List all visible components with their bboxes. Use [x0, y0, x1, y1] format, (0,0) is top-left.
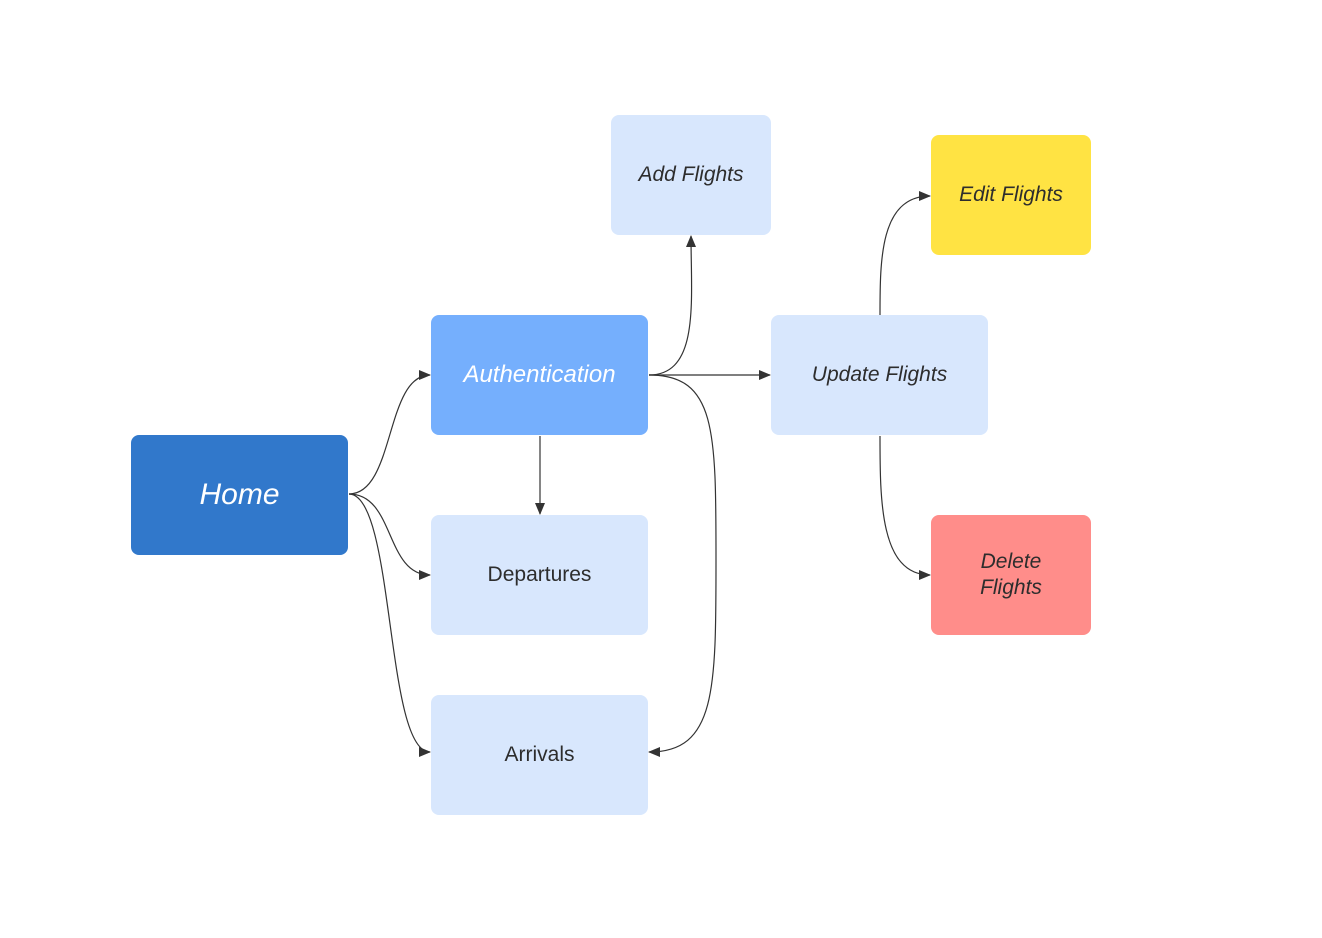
- node-departures[interactable]: Departures: [431, 515, 648, 635]
- connector-home-to-auth: [348, 370, 431, 495]
- node-home[interactable]: Home: [131, 435, 348, 555]
- node-arrivals-label: Arrivals: [504, 742, 575, 766]
- node-delete-flights[interactable]: Delete Flights: [931, 515, 1091, 635]
- node-update-flights-label: Update Flights: [811, 362, 948, 386]
- connector-auth-to-add: [648, 235, 697, 376]
- connector-auth-to-arrivals: [648, 374, 717, 757]
- connector-update-to-edit: [879, 191, 931, 316]
- connector-home-to-arrivals: [348, 493, 431, 757]
- node-home-label: Home: [199, 478, 280, 512]
- node-delete-flights-label: Delete Flights: [980, 549, 1042, 599]
- node-edit-flights[interactable]: Edit Flights: [931, 135, 1091, 255]
- node-add-flights[interactable]: Add Flights: [611, 115, 771, 235]
- node-departures-label: Departures: [487, 562, 592, 586]
- node-authentication[interactable]: Authentication: [431, 315, 648, 435]
- node-authentication-label: Authentication: [463, 361, 616, 388]
- node-update-flights[interactable]: Update Flights: [771, 315, 988, 435]
- node-add-flights-label: Add Flights: [638, 162, 744, 186]
- node-arrivals[interactable]: Arrivals: [431, 695, 648, 815]
- connector-update-to-delete: [879, 435, 931, 580]
- node-edit-flights-label: Edit Flights: [959, 182, 1063, 206]
- connector-home-to-departures: [348, 493, 431, 580]
